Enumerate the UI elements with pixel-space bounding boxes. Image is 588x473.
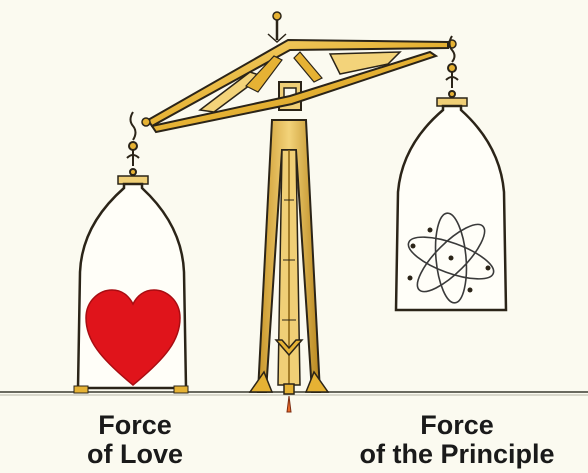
scale-beam — [142, 12, 456, 132]
caption-left-line2: of Love — [60, 440, 210, 469]
scale-stand — [250, 82, 328, 412]
caption-right-line1: Force — [352, 411, 562, 440]
caption-left-line1: Force — [60, 411, 210, 440]
caption-force-of-the-principle: Force of the Principle — [352, 411, 562, 469]
left-hook — [127, 112, 139, 175]
caption-right-line2: of the Principle — [352, 440, 562, 469]
caption-force-of-love: Force of Love — [60, 411, 210, 469]
